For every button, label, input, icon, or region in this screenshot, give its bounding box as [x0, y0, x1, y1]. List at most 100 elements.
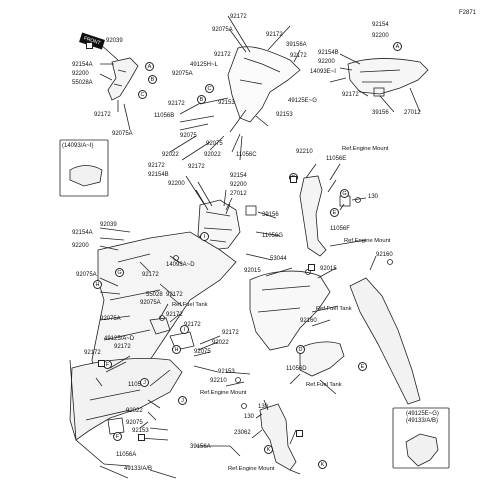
part-label: 92153: [132, 428, 149, 434]
part-label: 92200: [372, 33, 389, 39]
callout-letter: K: [264, 445, 273, 454]
part-label: 92172: [266, 32, 283, 38]
square-marker: [138, 434, 145, 441]
part-label: 39156A: [190, 444, 211, 450]
callout-letter: K: [318, 460, 327, 469]
part-label: 92200: [230, 182, 247, 188]
callout-letter: J: [178, 396, 187, 405]
inset-right-title-line1: (49125E~G): [406, 411, 439, 417]
square-marker: [98, 360, 105, 367]
part-label: 92172: [166, 312, 183, 318]
pad-39156: [373, 87, 385, 97]
part-label: 92075A: [212, 27, 233, 33]
part-label: 92075A: [112, 131, 133, 137]
part-label: 11056: [128, 382, 145, 388]
clip-small-1: [149, 317, 171, 335]
part-label: 92022: [204, 152, 221, 158]
callout-letter: G: [340, 189, 349, 198]
part-label: 92153: [276, 112, 293, 118]
part-label: 92172: [148, 163, 165, 169]
part-label: 92015: [244, 268, 261, 274]
inset-right-title-line2: (49133/A/B): [406, 418, 439, 424]
part-label: 92172: [114, 344, 131, 350]
pad-39156-mid: [245, 205, 257, 216]
part-label: 92153: [218, 100, 235, 106]
part-label: 11056A: [116, 452, 137, 458]
upper-cowl-panel: [227, 46, 301, 123]
lower-bracket-right: [299, 341, 345, 377]
part-label: 92210: [296, 149, 313, 155]
part-label: 39156A: [286, 42, 307, 48]
left-bracket-top: [107, 57, 139, 101]
part-label: 14093E~I: [310, 69, 336, 75]
part-label: 92172: [184, 322, 201, 328]
part-label: 92075: [126, 420, 143, 426]
part-label: 92075A: [76, 272, 97, 278]
clip-small-3: [107, 417, 125, 435]
callout-letter: H: [172, 345, 181, 354]
part-label: 92022: [212, 340, 229, 346]
part-label: 92172: [166, 292, 183, 298]
diagram-code: F2871: [459, 10, 477, 16]
ref-label: Ref.Engine Mount: [344, 238, 391, 244]
callout-letter: I: [200, 232, 209, 241]
tank-side-cover: [249, 270, 331, 351]
part-label: 92172: [168, 101, 185, 107]
part-label: 92022: [162, 152, 179, 158]
callout-letter: F: [113, 432, 122, 441]
part-label: 92160: [376, 252, 393, 258]
callout-letter: D: [296, 345, 305, 354]
callout-letter: H: [93, 280, 102, 289]
square-marker: [290, 176, 297, 183]
part-label: 92075A: [172, 71, 193, 77]
part-label: 14093A~D: [166, 262, 195, 268]
part-label: 92172: [94, 112, 111, 118]
part-label: 11056F: [330, 226, 350, 232]
part-label: 92172: [230, 14, 247, 20]
part-label: 92172: [84, 350, 101, 356]
part-label: 92172: [290, 53, 307, 59]
part-label: 49125H~L: [190, 62, 218, 68]
part-label: 92015: [320, 266, 337, 272]
square-marker: [296, 430, 303, 437]
part-label: 23062: [234, 430, 251, 436]
part-label: 92160: [300, 318, 317, 324]
callout-letter: C: [138, 90, 147, 99]
part-label: 92154B: [148, 172, 169, 178]
part-label: 92200: [72, 243, 89, 249]
part-label: 130: [258, 404, 269, 410]
part-label: 11056B: [154, 113, 175, 119]
part-label: 92154A: [72, 230, 93, 236]
callout-letter: E: [358, 362, 367, 371]
part-label: 92075: [180, 133, 197, 139]
inset-left-frame: [59, 139, 109, 197]
part-label: 55028A: [72, 80, 93, 86]
part-label: 130: [368, 194, 379, 200]
part-label: 92172: [342, 92, 359, 98]
part-label: 92172: [214, 52, 231, 58]
callout-letter: J: [140, 378, 149, 387]
inset-left-title: (14093/A~I): [62, 143, 94, 149]
part-label: 92075A: [140, 300, 161, 306]
part-label: 92075: [206, 141, 223, 147]
part-label: 130: [244, 414, 255, 420]
part-label: 92039: [106, 38, 123, 44]
callout-letter: A: [393, 42, 402, 51]
right-side-trim: [349, 277, 421, 405]
callout-letter: I: [180, 325, 189, 334]
part-label: 49125/A~D: [104, 336, 135, 342]
callout-letter: C: [205, 84, 214, 93]
ref-label: Ref.Fuel Tank: [316, 306, 352, 312]
part-label: 92075A: [100, 316, 121, 322]
part-label: 11056G: [262, 233, 283, 239]
part-label: 49133/A/B: [124, 466, 153, 472]
part-label: 53044: [270, 256, 287, 262]
engine-mount-bracket-lower: [259, 403, 297, 471]
part-label: 27012: [230, 191, 247, 197]
part-label: 27012: [404, 110, 421, 116]
part-label: 92172: [142, 272, 159, 278]
part-label: 92022: [126, 408, 143, 414]
part-label: 11056E: [326, 156, 347, 162]
